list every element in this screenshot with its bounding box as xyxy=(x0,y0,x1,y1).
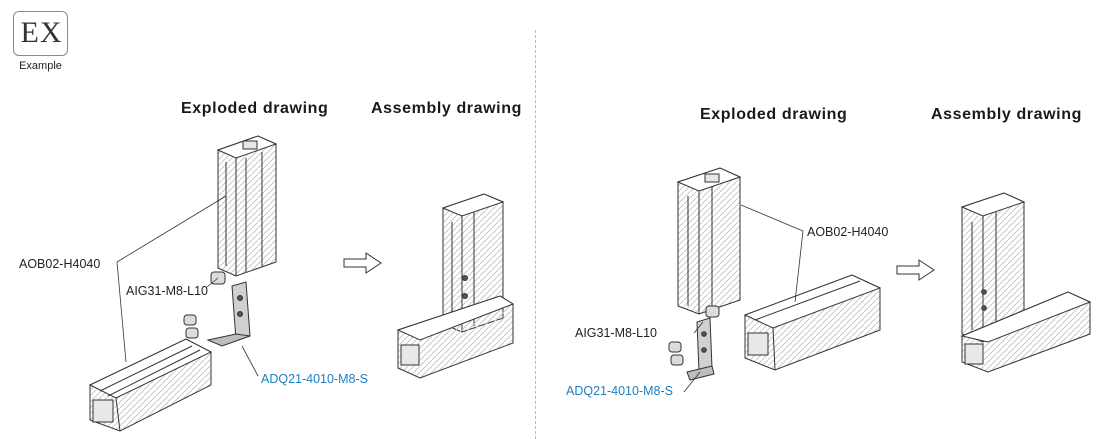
right-assembly xyxy=(960,192,1092,373)
right-bolts xyxy=(668,305,720,366)
right-assembly-title: Assembly drawing xyxy=(931,106,1082,123)
left-arrow-icon xyxy=(343,252,382,274)
right-leader-lines xyxy=(683,204,804,393)
left-assembly xyxy=(396,193,515,379)
panel-divider xyxy=(535,30,536,439)
left-assembly-title: Assembly drawing xyxy=(371,100,522,117)
right-exploded-title: Exploded drawing xyxy=(700,106,848,123)
left-bolts xyxy=(183,271,226,339)
left-label-profile: AOB02-H4040 xyxy=(19,257,101,271)
right-label-profile: AOB02-H4040 xyxy=(807,225,889,239)
left-label-bracket: ADQ21-4010-M8-S xyxy=(261,372,368,386)
right-vertical-profile xyxy=(676,167,742,315)
right-horizontal-profile xyxy=(743,274,882,371)
example-badge-caption: Example xyxy=(19,60,62,72)
right-label-bracket: ADQ21-4010-M8-S xyxy=(566,384,673,398)
right-bracket xyxy=(686,317,715,381)
example-badge-text: EX xyxy=(20,16,63,49)
left-leader-lines xyxy=(116,195,259,377)
left-label-bolt: AIG31-M8-L10 xyxy=(126,284,208,298)
right-arrow-icon xyxy=(896,259,935,281)
right-label-bolt: AIG31-M8-L10 xyxy=(575,326,657,340)
left-bracket xyxy=(206,281,251,347)
left-vertical-profile xyxy=(216,135,278,277)
left-horizontal-profile xyxy=(88,338,213,432)
example-badge: EX xyxy=(13,11,68,56)
left-exploded-title: Exploded drawing xyxy=(181,100,329,117)
